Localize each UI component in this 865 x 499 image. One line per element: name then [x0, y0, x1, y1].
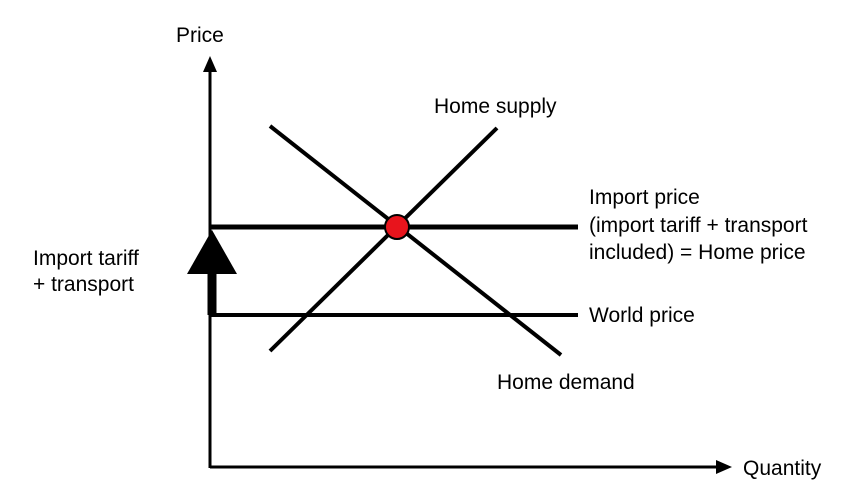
world-price-label: World price — [589, 304, 695, 327]
equilibrium-point — [384, 214, 410, 240]
home-supply-curve — [268, 126, 499, 353]
home-demand-label: Home demand — [497, 371, 635, 394]
tariff-transport-label-line2: + transport — [33, 273, 134, 296]
y-axis-label: Price — [176, 24, 224, 47]
import-price-label-line3: included) = Home price — [589, 241, 806, 264]
tariff-arrowhead — [187, 230, 237, 274]
y-axis-arrowhead — [203, 56, 217, 72]
x-axis-label: Quantity — [743, 457, 822, 480]
home-demand-curve — [268, 124, 563, 357]
x-axis-arrowhead — [716, 460, 732, 474]
import-price-label-line1: Import price — [589, 186, 700, 209]
import-price-label-line2: (import tariff + transport — [589, 214, 808, 237]
tariff-transport-label-line1: Import tariff — [33, 247, 139, 270]
home-supply-label: Home supply — [434, 95, 557, 118]
